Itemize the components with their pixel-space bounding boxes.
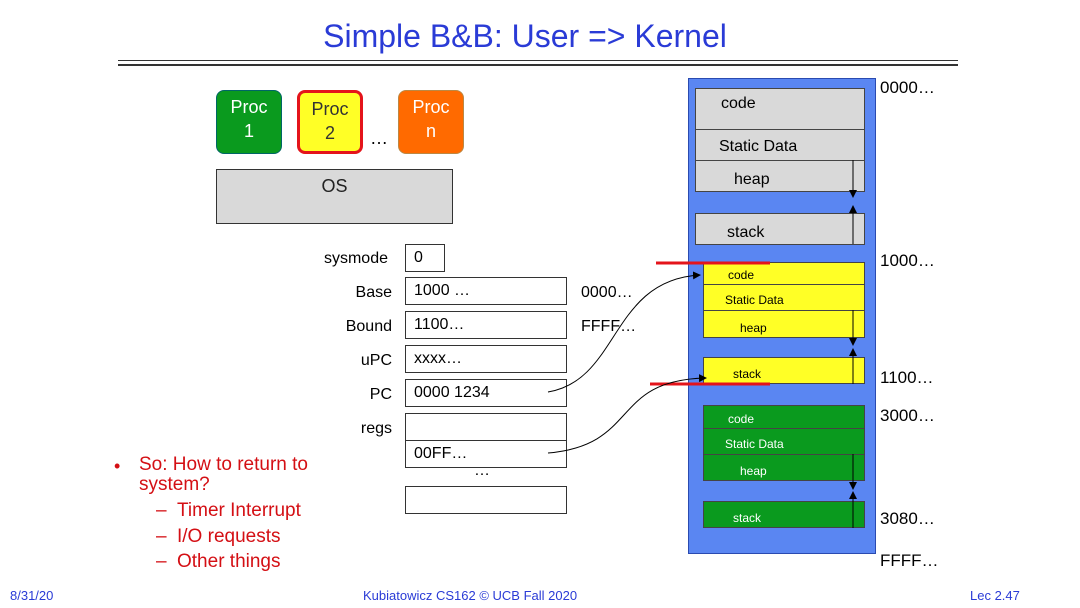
proc-1-number: 1 (243, 121, 254, 141)
bound-addr: FFFF… (581, 318, 637, 335)
proc-1-label: Proc (230, 97, 268, 117)
regs-ellipsis: … (474, 462, 490, 479)
pc-value: 0000 1234 (405, 379, 567, 407)
title-rule-thick (118, 64, 958, 66)
bound-value: 1100… (405, 311, 567, 339)
os-code-label: code (721, 95, 756, 112)
os-stack-label: stack (727, 224, 765, 241)
os-static-label: Static Data (719, 138, 798, 155)
proc1-static-label: Static Data (725, 437, 784, 451)
subitem-dash-3: – (156, 551, 167, 572)
os-box: OS (216, 169, 453, 224)
proc2-heap-segment (703, 310, 865, 338)
proc1-heap-label: heap (740, 464, 767, 478)
bullet-main-line1: So: How to return to (139, 454, 308, 475)
footer-lecture: Lec 2.47 (970, 588, 1020, 603)
mem-addr-3000: 3000… (880, 406, 935, 425)
proc-1-box: Proc 1 (216, 90, 282, 154)
subitem-io: I/O requests (177, 526, 281, 547)
footer-center: Kubiatowicz CS162 © UCB Fall 2020 (363, 588, 578, 603)
proc-ellipsis: … (370, 128, 388, 148)
pc-label: PC (369, 386, 392, 403)
proc-n-box: Proc n (398, 90, 464, 154)
regs-value-2: 00FF… (405, 440, 567, 468)
proc2-stack-segment (703, 357, 865, 384)
bullet-dot: • (114, 456, 121, 476)
proc-2-number: 2 (324, 123, 335, 143)
base-addr: 0000… (581, 284, 633, 301)
upc-value: xxxx… (405, 345, 567, 373)
proc-2-box: Proc 2 (297, 90, 363, 154)
os-heap-label: heap (734, 171, 770, 188)
regs-value-3 (405, 486, 567, 514)
sysmode-label: sysmode (323, 250, 388, 267)
proc1-stack-label: stack (733, 511, 762, 525)
slide-title: Simple B&B: User => Kernel (323, 18, 727, 54)
proc1-static-segment (703, 428, 865, 455)
proc1-stack-segment (703, 501, 865, 528)
mem-addr-0000: 0000… (880, 78, 935, 97)
pc-pointer-arrow (547, 271, 701, 393)
subitem-dash-2: – (156, 526, 167, 547)
proc2-static-label: Static Data (725, 293, 784, 307)
proc1-heap-segment (703, 454, 865, 481)
regs-value-1 (405, 413, 567, 441)
proc-n-label: Proc (412, 97, 450, 117)
bullet-main-line2: system? (139, 474, 210, 495)
title-rule (118, 60, 958, 61)
mem-addr-ffff: FFFF… (880, 551, 939, 570)
regs-label: regs (360, 420, 392, 437)
mem-addr-1000: 1000… (880, 251, 935, 270)
bound-label: Bound (345, 318, 392, 335)
mem-addr-3080: 3080… (880, 509, 935, 528)
proc-2-label: Proc (311, 99, 349, 119)
upc-label: uPC (360, 352, 392, 369)
sysmode-value: 0 (405, 244, 445, 272)
base-value: 1000 … (405, 277, 567, 305)
proc2-code-label: code (728, 268, 755, 282)
subitem-timer: Timer Interrupt (177, 500, 301, 521)
footer-date: 8/31/20 (10, 588, 54, 603)
os-heap-segment (695, 160, 865, 192)
proc2-heap-label: heap (740, 321, 767, 335)
proc-n-number: n (425, 121, 436, 141)
proc1-code-label: code (728, 412, 755, 426)
os-stack-segment (695, 213, 865, 245)
base-label: Base (355, 284, 392, 301)
subitem-dash-1: – (156, 500, 167, 521)
bullet-main: So: How to return to system? (139, 455, 308, 495)
proc2-static-segment (703, 284, 865, 311)
proc2-stack-label: stack (733, 367, 762, 381)
regs-pointer-arrow (547, 374, 707, 454)
subitem-other: Other things (177, 551, 281, 572)
mem-addr-1100: 1100… (880, 368, 934, 387)
